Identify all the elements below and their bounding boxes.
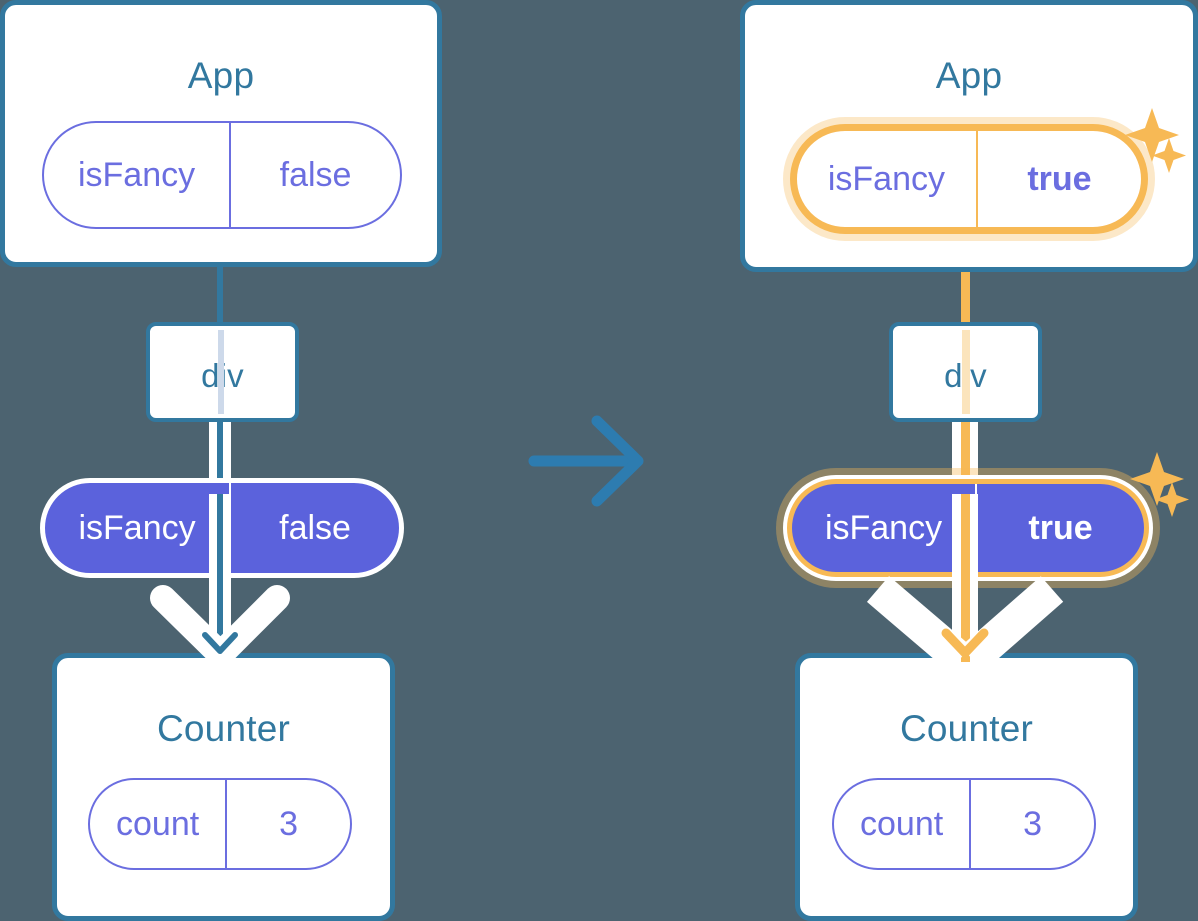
wire-app-to-div-left	[217, 262, 223, 324]
pill-value: true	[975, 484, 1144, 572]
pill-value: 3	[969, 780, 1094, 868]
pill-name: isFancy	[78, 509, 196, 547]
pill-name: count	[116, 805, 200, 843]
counter-state-pill-before: count 3	[88, 778, 352, 870]
pill-value: true	[975, 131, 1141, 227]
pill-value: 3	[225, 780, 350, 868]
pill-value: false	[229, 123, 400, 227]
wire-pill-to-counter-right	[961, 494, 970, 662]
app-state-pill-before: isFancy false	[42, 121, 402, 229]
app-box-title: App	[187, 55, 255, 96]
sparkle-small-icon	[1155, 482, 1189, 517]
wire-app-to-div-right	[961, 225, 970, 325]
pill-name: isFancy	[77, 156, 196, 194]
wire-inside-div-right	[962, 330, 970, 414]
pill-name: isFancy	[824, 509, 943, 547]
wire-inside-div-left	[218, 330, 224, 414]
wire-div-to-pill-right	[961, 414, 970, 494]
counter-state-pill-after: count 3	[832, 778, 1096, 870]
pill-value: false	[229, 483, 399, 573]
counter-box-title: Counter	[156, 708, 291, 749]
app-box-title: App	[935, 55, 1003, 96]
wire-pill-to-counter-left	[217, 494, 223, 656]
counter-box-title: Counter	[899, 708, 1034, 749]
pill-name: isFancy	[827, 160, 945, 198]
pill-name: count	[860, 805, 944, 843]
app-state-pill-after: isFancy true	[790, 124, 1148, 234]
wire-div-to-pill-left	[217, 414, 223, 494]
